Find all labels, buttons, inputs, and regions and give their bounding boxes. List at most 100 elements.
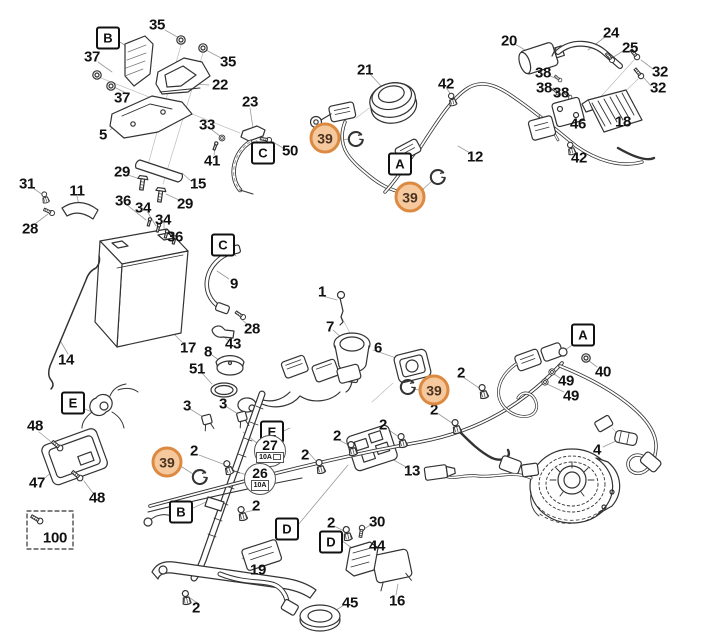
- handlebar-mount-assembly: [92, 35, 273, 204]
- highlighted-part-callout[interactable]: 39: [418, 374, 450, 406]
- part-number-label: 2: [300, 446, 310, 464]
- part-number-label: 47: [28, 474, 46, 492]
- part-number-label: 6: [373, 339, 383, 357]
- part-number-label: 49: [557, 372, 575, 390]
- section-letter-marker: B: [169, 500, 193, 524]
- part-number-label: 42: [437, 75, 455, 93]
- part-number-label: 2: [251, 497, 261, 515]
- part-number-label: 46: [569, 115, 587, 133]
- section-letter-marker: D: [319, 530, 343, 554]
- horn-and-lead: [309, 82, 644, 195]
- part-number-label: 4: [592, 441, 602, 459]
- ground-cable-group: [204, 244, 248, 398]
- part-number-label: 13: [403, 462, 421, 480]
- part-number-label: 29: [113, 163, 131, 181]
- part-number-label: 33: [198, 116, 216, 134]
- highlighted-part-callout[interactable]: 39: [151, 446, 183, 478]
- part-number-label: 31: [18, 175, 36, 193]
- part-number-label: 24: [602, 24, 620, 42]
- part-number-label: 25: [621, 39, 639, 57]
- part-number-label: 16: [388, 592, 406, 610]
- highlighted-part-callout[interactable]: 39: [309, 122, 341, 154]
- part-number-label: 12: [466, 148, 484, 166]
- part-number-label: 50: [281, 142, 299, 160]
- section-letter-marker: C: [211, 233, 235, 257]
- part-number-label: 2: [326, 514, 336, 532]
- part-number-label: 14: [57, 351, 75, 369]
- part-number-label: 42: [570, 149, 588, 167]
- part-number-label: 2: [429, 401, 439, 419]
- part-number-label: 20: [500, 32, 518, 50]
- part-number-label: 2: [189, 442, 199, 460]
- part-number-label: 48: [88, 489, 106, 507]
- part-number-label: 29: [176, 195, 194, 213]
- part-number-label: 45: [341, 594, 359, 612]
- part-number-label: 34: [154, 211, 172, 229]
- ignition-switch-group: [333, 290, 432, 393]
- part-number-label: 35: [148, 16, 166, 34]
- part-number-label: 22: [211, 76, 229, 94]
- part-number-label: 30: [368, 513, 386, 531]
- part-number-label: 51: [188, 360, 206, 378]
- section-letter-marker: A: [571, 323, 595, 347]
- section-letter-marker: C: [251, 141, 275, 165]
- part-number-label: 15: [189, 175, 207, 193]
- part-number-label: 40: [594, 363, 612, 381]
- section-letter-marker: A: [388, 152, 412, 176]
- fuse-rating-badge: 10A: [250, 479, 270, 491]
- part-number-label: 28: [21, 220, 39, 238]
- part-number-label: 2: [191, 599, 201, 617]
- part-number-label: 37: [83, 48, 101, 66]
- part-number-label: 38: [534, 64, 552, 82]
- highlighted-part-callout[interactable]: 39: [394, 181, 426, 213]
- steering-column-harness: [143, 390, 341, 632]
- part-number-label: 43: [224, 335, 242, 353]
- part-number-label: 8: [203, 343, 213, 361]
- fuse-rating-text: 10A: [259, 453, 272, 461]
- fuse-number: 26: [252, 465, 268, 481]
- part-number-label: 37: [113, 89, 131, 107]
- part-number-label: 28: [243, 320, 261, 338]
- battery-group: [40, 190, 189, 390]
- part-number-label: 11: [69, 182, 85, 200]
- section-letter-marker: B: [96, 26, 120, 50]
- part-number-label: 19: [249, 561, 267, 579]
- part-number-label: 35: [219, 53, 237, 71]
- part-number-label: 5: [98, 126, 108, 144]
- part-number-label: 23: [241, 93, 259, 111]
- part-number-label: 38: [552, 84, 570, 102]
- section-letter-marker: D: [275, 517, 299, 541]
- fuse-rating-text: 10A: [253, 481, 267, 489]
- section-letter-marker: E: [61, 391, 85, 415]
- part-number-label: 2: [378, 416, 388, 434]
- part-number-label: 32: [649, 79, 667, 97]
- column-connector-cluster: [237, 354, 362, 413]
- part-number-label: 32: [651, 63, 669, 81]
- fuse-number: 27: [262, 437, 278, 453]
- part-number-label: 100: [42, 529, 68, 547]
- control-module-group: [518, 40, 656, 161]
- switch-and-box47-group: [26, 383, 139, 550]
- part-number-label: 36: [166, 228, 184, 246]
- fuse-rating-badge: 10A: [256, 451, 284, 463]
- part-number-label: 38: [535, 79, 553, 97]
- part-number-label: 1: [317, 283, 327, 301]
- ignition-harness-flywheel: [423, 342, 662, 524]
- part-number-label: 17: [179, 339, 197, 357]
- part-number-label: 2: [456, 364, 466, 382]
- part-number-label: 48: [26, 417, 44, 435]
- part-number-label: 18: [614, 113, 632, 131]
- part-number-label: 41: [203, 152, 221, 170]
- part-number-label: 3: [218, 395, 228, 413]
- part-number-label: 2: [332, 427, 342, 445]
- part-number-label: 9: [229, 275, 239, 293]
- main-harness-cable: [147, 130, 564, 606]
- relay-group: [345, 424, 413, 592]
- part-number-label: 49: [562, 387, 580, 405]
- part-number-label: 21: [356, 61, 374, 79]
- part-number-label: 7: [325, 318, 335, 336]
